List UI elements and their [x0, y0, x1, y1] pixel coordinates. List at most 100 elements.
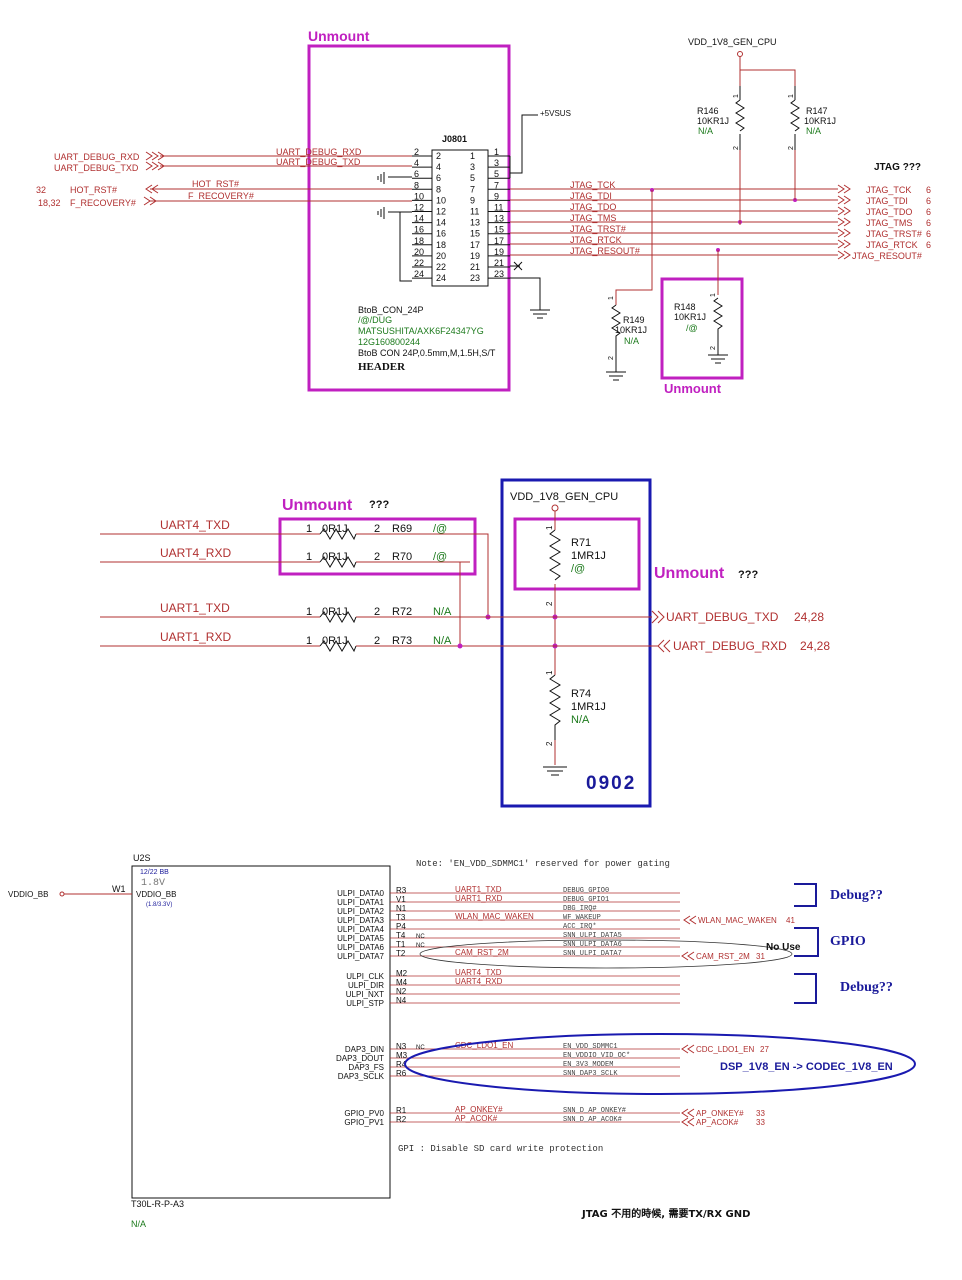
- connector-desc-spec: BtoB CON 24P,0.5mm,M,1.5H,S/T: [358, 348, 496, 358]
- port-jtag: JTAG_TMS: [866, 218, 912, 228]
- anno-debug2: Debug??: [840, 980, 893, 995]
- r74-opt: N/A: [571, 714, 590, 726]
- ic-pin-ball: P4: [396, 922, 406, 931]
- r147-value: 10KR1J: [804, 116, 836, 126]
- connector-inner-right-num: 9: [470, 195, 475, 205]
- ic-pin-name: ULPI_DATA6: [337, 943, 384, 952]
- ic-pin-ball: N2: [396, 987, 407, 996]
- wire-5vsus: [510, 114, 538, 174]
- resistor-value: 0R1J: [322, 551, 348, 563]
- resistor-uart: [319, 528, 357, 541]
- port-jtag: JTAG_RESOUT#: [852, 251, 922, 261]
- net-label-uart: UART1_RXD: [160, 630, 231, 644]
- port-ref-ic: 41: [786, 916, 795, 925]
- ic-pin-signal: SNN_DAP3_SCLK: [563, 1070, 618, 1078]
- net-label-uart: UART4_RXD: [160, 546, 231, 560]
- resistor-pin2: 2: [374, 523, 380, 535]
- net-label-jtag: JTAG_TRST#: [570, 224, 626, 234]
- connector-right-pin-num: 17: [494, 236, 504, 246]
- port-jtag: JTAG_RTCK: [866, 240, 918, 250]
- port-arrow-ic: [681, 1117, 695, 1127]
- ic-u2s-body: [131, 865, 391, 1199]
- resistor-uart: [319, 640, 357, 653]
- wire-vdd-top: [739, 56, 796, 86]
- r148-pin1: 1: [710, 293, 717, 297]
- resistor-pin2: 2: [374, 635, 380, 647]
- r71-pin2: 2: [545, 601, 554, 606]
- net-label-f-recovery: F_RECOVERY#: [188, 191, 254, 201]
- ic-pin-name: ULPI_CLK: [346, 972, 384, 981]
- resistor-r146: [735, 99, 745, 132]
- connector-desc-name: BtoB_CON_24P: [358, 305, 424, 315]
- connector-left-pin-num: 8: [414, 180, 419, 190]
- ic-pin-name: ULPI_DATA0: [337, 889, 384, 898]
- port-ref-debug-txd-mid: 24,28: [794, 610, 824, 624]
- connector-inner-right-num: 3: [470, 162, 475, 172]
- port-jtag: JTAG_TCK: [866, 185, 911, 195]
- gnd-left-upper: [377, 172, 412, 184]
- net-vddio-bb: VDDIO_BB: [8, 890, 48, 899]
- ic-pin-signal: DBG_IRQ#: [563, 905, 597, 913]
- connector-inner-left-num: 16: [436, 229, 446, 239]
- vdd-pin-mid: [551, 504, 559, 512]
- ic-pin-nc: NC: [416, 943, 425, 949]
- resistor-pin1: 1: [306, 551, 312, 563]
- resistor-pin1: 1: [306, 606, 312, 618]
- wire-left-gnd-bus: [399, 212, 412, 282]
- resistor-r71: [549, 529, 561, 581]
- ic-pin-ball: T1: [396, 940, 406, 949]
- port-ref-jtag: 6: [926, 185, 931, 195]
- port-ic: AP_ONKEY#: [696, 1109, 744, 1118]
- vddio-range: (1.8/3.3V): [146, 902, 172, 908]
- ic-pin-name: ULPI_DATA2: [337, 907, 384, 916]
- ic-pin-ball: R2: [396, 1115, 407, 1124]
- port-arrow-jtag: [837, 206, 851, 216]
- r148-value: 10KR1J: [674, 312, 706, 322]
- connector-inner-right-num: 1: [470, 151, 475, 161]
- r146-value: 10KR1J: [697, 116, 729, 126]
- ic-pin-ball: R3: [396, 886, 407, 895]
- port-arrow-jtag: [837, 250, 851, 260]
- port-ref-ic: 33: [756, 1109, 765, 1118]
- r149-value: 10KR1J: [615, 325, 647, 335]
- r148-opt: /@: [686, 323, 698, 333]
- ic-pin-ball: N3: [396, 1042, 407, 1051]
- resistor-r147: [790, 99, 800, 132]
- connector-right-pin-num: 7: [494, 180, 499, 190]
- box-0902: [500, 478, 652, 808]
- port-ref-ic: 33: [756, 1118, 765, 1127]
- r147-pin2: 2: [788, 146, 795, 150]
- port-ic: AP_ACOK#: [696, 1118, 739, 1127]
- port-ref-ic: 27: [760, 1045, 769, 1054]
- r149-opt: N/A: [624, 336, 639, 346]
- connector-inner-right-num: 21: [470, 262, 480, 272]
- ic-pin-ball: M3: [396, 1051, 408, 1060]
- connector-inner-left-num: 14: [436, 218, 446, 228]
- vdd-pin-top: [737, 51, 743, 57]
- net-label-jtag: JTAG_RTCK: [570, 235, 622, 245]
- ic-pin-ball: T4: [396, 931, 406, 940]
- ic-pin-ball: V1: [396, 895, 406, 904]
- r74-pin1: 1: [545, 670, 554, 675]
- resistor-ref: R69: [392, 523, 412, 535]
- ic-pin-name: ULPI_DATA4: [337, 925, 384, 934]
- ic-page: 12/22 BB: [140, 869, 169, 876]
- r71-pin1: 1: [545, 525, 554, 530]
- connector-inner-left-num: 18: [436, 240, 446, 250]
- unmount-box-r71: [513, 517, 641, 591]
- ic-pin-name: DAP3_DOUT: [336, 1054, 384, 1063]
- port-arrow-uart-debug-rxd: [145, 151, 165, 161]
- net-label-uart-debug-rxd: UART_DEBUG_RXD: [276, 147, 362, 157]
- connector-desc-header: HEADER: [358, 361, 406, 373]
- resistor-value: 0R1J: [322, 523, 348, 535]
- r146-pin2: 2: [733, 146, 740, 150]
- ic-pin-ball: N4: [396, 996, 407, 1005]
- connector-left-pin-num: 18: [414, 236, 424, 246]
- net-label-jtag: JTAG_TCK: [570, 180, 615, 190]
- connector-right-pin-num: 1: [494, 147, 499, 157]
- ic-opt: N/A: [131, 1219, 146, 1229]
- unmount-label-right: Unmount: [654, 565, 725, 582]
- resistor-value: 0R1J: [322, 606, 348, 618]
